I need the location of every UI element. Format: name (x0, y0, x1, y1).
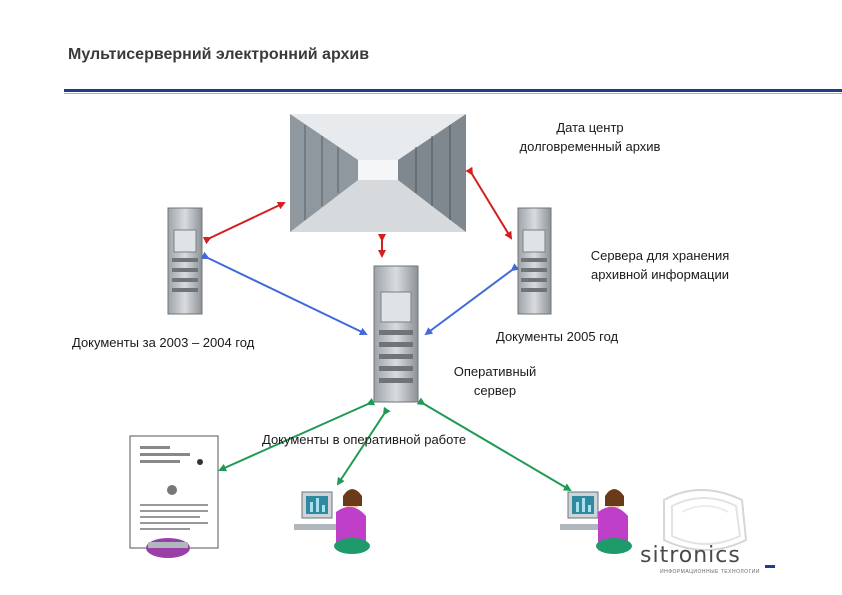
storage-servers-label: Сервера для хранения архивной информации (555, 246, 765, 284)
docs-2003-2004-label: Документы за 2003 – 2004 год (72, 335, 255, 350)
sitronics-logo-text: sitronics (640, 543, 741, 568)
arrow-datacenter-right (465, 166, 513, 240)
user-workstation-left (146, 538, 190, 558)
left-server-rack (167, 207, 203, 315)
operational-server-label-line2: сервер (473, 383, 517, 398)
arrow-operational-user-center (336, 406, 391, 486)
datacenter-photo (290, 114, 466, 232)
document-page-image (129, 435, 219, 549)
arrow-datacenter-left (202, 201, 286, 245)
storage-servers-label-line2: архивной информации (591, 267, 729, 282)
right-server-rack (517, 207, 552, 315)
arrow-right-operational (424, 263, 520, 336)
user-workstation-right (560, 489, 632, 554)
operational-server-rack (373, 265, 419, 403)
header-rule-thin (64, 93, 842, 94)
operational-server-label: Оперативный сервер (430, 362, 560, 400)
operational-server-label-line1: Оперативный (453, 364, 537, 379)
datacenter-label: Дата центр долговременный архив (480, 118, 700, 156)
sitronics-logo-emblem (663, 489, 775, 568)
user-workstation-center (294, 489, 370, 554)
datacenter-label-line1: Дата центр (556, 120, 624, 135)
arrow-operational-user-right (416, 397, 572, 492)
arrow-left-operational (200, 251, 368, 336)
header-rule (64, 89, 842, 92)
storage-servers-label-line1: Сервера для хранения (590, 248, 730, 263)
sitronics-logo-tagline: ИНФОРМАЦИОННЫЕ ТЕХНОЛОГИИ (660, 569, 760, 575)
datacenter-label-line2: долговременный архив (519, 139, 661, 154)
docs-2005-label: Документы 2005 год (496, 329, 619, 344)
docs-in-work-label: Документы в оперативной работе (262, 432, 467, 447)
page-title: Мультисерверний электронний архив (68, 46, 370, 63)
